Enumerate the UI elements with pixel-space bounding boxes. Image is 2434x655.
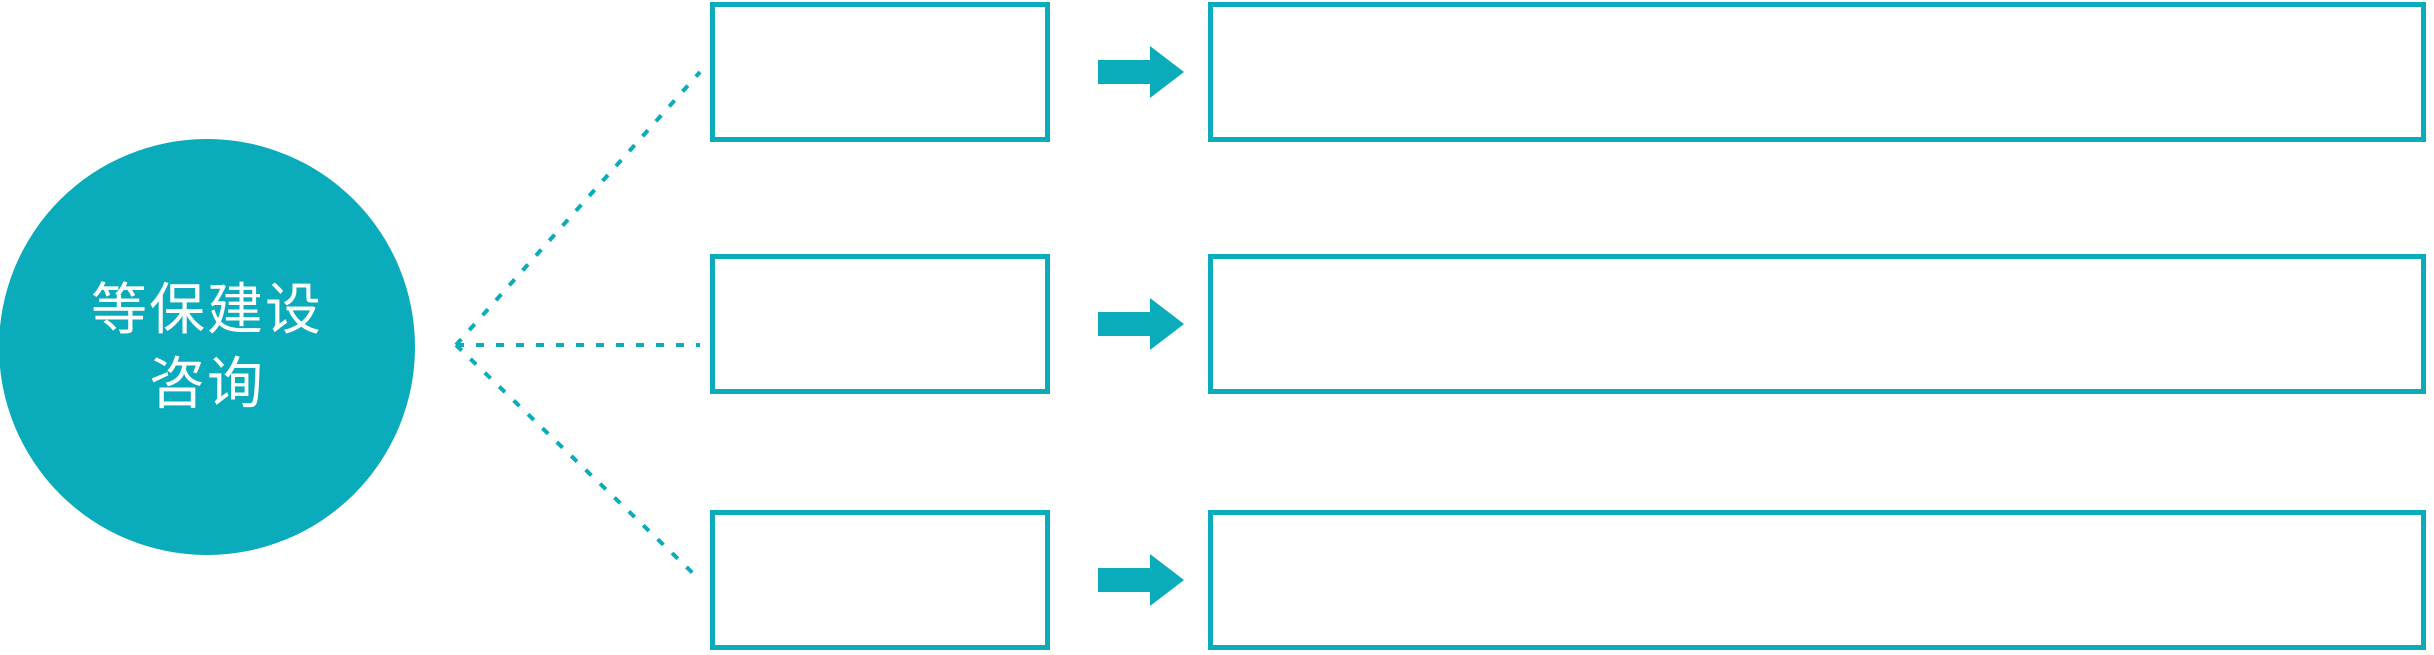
stage-box-2[interactable] — [710, 254, 1050, 394]
hub-title-line-1: 等保建设 — [91, 278, 323, 342]
hub-title-line-2: 咨询 — [149, 352, 265, 415]
detail-box-3[interactable] — [1208, 510, 2426, 650]
branch-row-1 — [0, 0, 2434, 146]
arrow-right-icon — [1098, 46, 1184, 98]
detail-box-1[interactable] — [1208, 2, 2426, 142]
stage-box-1[interactable] — [710, 2, 1050, 142]
arrow-right-icon — [1098, 554, 1184, 606]
branch-row-2 — [0, 252, 2434, 398]
branch-row-3 — [0, 508, 2434, 654]
arrow-right-icon — [1098, 298, 1184, 350]
hub-circle[interactable]: 等保建设 咨询 — [0, 139, 415, 555]
stage-box-3[interactable] — [710, 510, 1050, 650]
detail-box-2[interactable] — [1208, 254, 2426, 394]
